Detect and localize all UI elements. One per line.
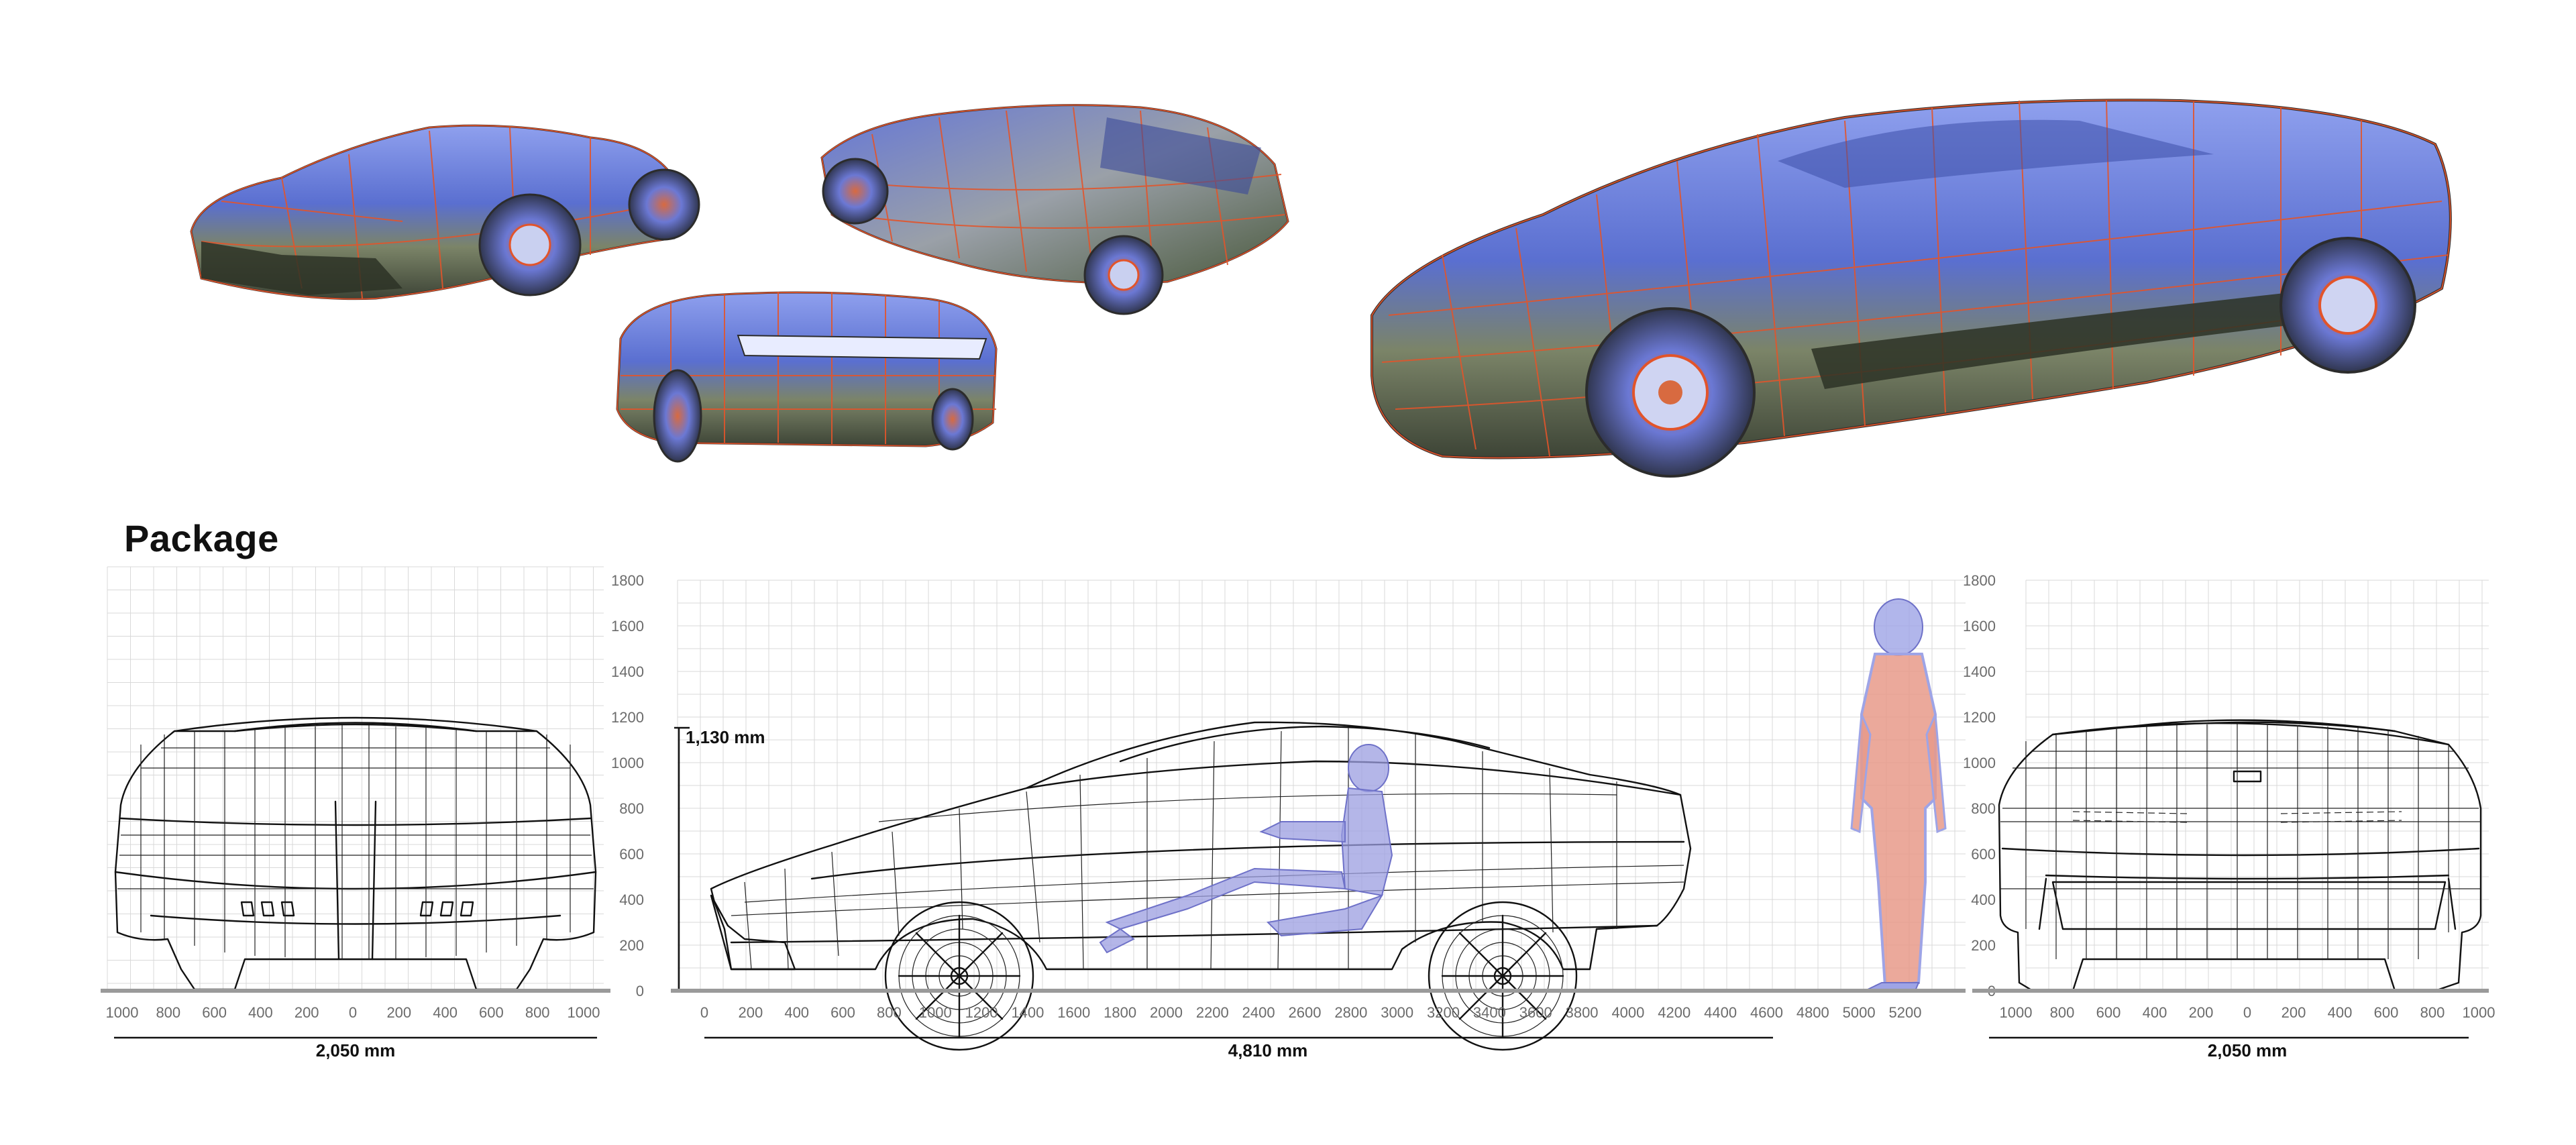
front-view-panel: 1000 800 600 400 200 0 200 400 600 800 1000 2,050 … (101, 566, 610, 1060)
side-view-y-tick: 400 (619, 891, 644, 908)
rear-view-y-tick: 1400 (1963, 663, 1996, 680)
side-view-x-tick: 3200 (1427, 1004, 1460, 1021)
side-view-x-tick: 4800 (1796, 1004, 1829, 1021)
side-view-x-tick: 4200 (1658, 1004, 1690, 1021)
rear-view-y-tick: 400 (1971, 891, 1996, 908)
side-view-y-tick: 1200 (611, 709, 644, 726)
rear-view-x-tick: 0 (2243, 1004, 2251, 1021)
rear-view-y-tick: 1000 (1963, 755, 1996, 771)
side-view-y-tick: 1400 (611, 663, 644, 680)
render-front-three-quarter (190, 124, 700, 301)
rear-view-wireframe (1998, 719, 2482, 992)
side-view-x-tick: 5000 (1843, 1004, 1876, 1021)
front-view-x-tick: 400 (433, 1004, 458, 1021)
side-view-x-tick: 1000 (919, 1004, 952, 1021)
side-view-y-tick: 1800 (611, 572, 644, 589)
render-rear (616, 291, 998, 463)
rear-view-width-label: 2,050 mm (2208, 1040, 2288, 1060)
side-view-x-tick: 2400 (1242, 1004, 1275, 1021)
side-view-x-tick: 600 (830, 1004, 855, 1021)
side-view-y-tick: 1000 (611, 755, 644, 771)
side-view-y-tick: 600 (619, 846, 644, 863)
side-view-y-axis-ticks: 0 200 400 600 800 1000 1200 1400 1600 1800 (611, 572, 644, 999)
front-view-x-tick: 200 (294, 1004, 319, 1021)
front-view-x-tick: 800 (156, 1004, 180, 1021)
front-view-x-tick: 600 (202, 1004, 227, 1021)
side-view-length-label: 4,810 mm (1228, 1040, 1308, 1060)
rear-view-x-tick: 1000 (2463, 1004, 2496, 1021)
side-view-x-tick: 5200 (1889, 1004, 1922, 1021)
front-view-width-label: 2,050 mm (316, 1040, 396, 1060)
section-title: Package (124, 517, 279, 559)
seated-driver-figure (1099, 744, 1393, 954)
rear-view-y-tick: 600 (1971, 846, 1996, 863)
side-view-x-tick: 1200 (965, 1004, 998, 1021)
side-view-x-tick: 3800 (1566, 1004, 1599, 1021)
side-view-x-tick: 800 (877, 1004, 902, 1021)
side-view-x-tick: 1400 (1011, 1004, 1044, 1021)
front-view-x-tick: 400 (248, 1004, 273, 1021)
rear-view-x-tick: 1000 (2000, 1004, 2033, 1021)
side-view-y-tick: 1600 (611, 618, 644, 635)
front-view-x-axis-ticks: 1000 800 600 400 200 0 200 400 600 800 1000 (106, 1004, 600, 1021)
front-view-x-tick: 800 (525, 1004, 550, 1021)
side-view-grid (677, 580, 1966, 991)
side-view-x-tick: 400 (784, 1004, 809, 1021)
rear-view-y-tick: 1600 (1963, 618, 1996, 635)
side-view-x-tick: 2600 (1289, 1004, 1322, 1021)
rear-view-x-tick: 200 (2189, 1004, 2214, 1021)
side-view-x-tick: 3400 (1473, 1004, 1506, 1021)
front-view-x-tick: 200 (386, 1004, 411, 1021)
rear-view-y-tick: 1800 (1963, 572, 1996, 589)
rear-view-x-tick: 800 (2420, 1004, 2445, 1021)
front-view-x-tick: 1000 (568, 1004, 600, 1021)
side-view-y-tick: 0 (636, 983, 644, 999)
side-view-x-axis-ticks: 0 200 400 600 800 1000 1200 1400 1600 1800 2000 220… (700, 1004, 1922, 1021)
side-view-x-tick: 4400 (1704, 1004, 1737, 1021)
side-view-x-tick: 0 (700, 1004, 708, 1021)
side-view-x-tick: 4000 (1611, 1004, 1644, 1021)
side-view-x-tick: 4600 (1750, 1004, 1783, 1021)
side-view-x-tick: 3000 (1381, 1004, 1413, 1021)
side-view-panel: 0 200 400 600 800 1000 1200 1400 1600 1800 1,130 … (611, 572, 1966, 1060)
rear-view-x-tick: 400 (2328, 1004, 2353, 1021)
rear-view-y-tick: 200 (1971, 937, 1996, 954)
rear-view-x-tick: 600 (2096, 1004, 2121, 1021)
rear-view-panel: 0 200 400 600 800 1000 1200 1400 1600 1800 1000 80… (1963, 572, 2495, 1060)
side-view-x-tick: 2800 (1334, 1004, 1367, 1021)
front-view-wireframe (114, 716, 597, 991)
side-view-x-tick: 2200 (1196, 1004, 1229, 1021)
side-view-wireframe (710, 721, 1692, 1051)
rear-view-x-tick: 600 (2374, 1004, 2399, 1021)
render-hero-front-three-quarter (1371, 99, 2452, 478)
side-view-x-tick: 2000 (1150, 1004, 1183, 1021)
side-view-x-tick: 1600 (1057, 1004, 1090, 1021)
side-view-x-tick: 1800 (1104, 1004, 1136, 1021)
rear-view-x-tick: 200 (2282, 1004, 2306, 1021)
rear-view-y-tick: 1200 (1963, 709, 1996, 726)
render-rear-three-quarter (820, 104, 1289, 315)
side-view-y-tick: 800 (619, 800, 644, 817)
concept-car-renders (190, 99, 2452, 478)
rear-view-x-tick: 400 (2143, 1004, 2167, 1021)
front-view-x-tick: 600 (479, 1004, 504, 1021)
rear-view-x-axis-ticks: 1000 800 600 400 200 0 200 400 600 800 1000 (2000, 1004, 2496, 1021)
side-view-x-tick: 3600 (1519, 1004, 1552, 1021)
front-view-grid (107, 566, 604, 991)
standing-person-figure (1850, 598, 1947, 991)
side-view-y-tick: 200 (619, 937, 644, 954)
front-view-x-tick: 0 (349, 1004, 357, 1021)
rear-view-x-tick: 800 (2050, 1004, 2075, 1021)
rear-view-y-tick: 800 (1971, 800, 1996, 817)
side-view-height-label: 1,130 mm (686, 727, 765, 747)
side-view-x-tick: 200 (738, 1004, 763, 1021)
front-view-x-tick: 1000 (106, 1004, 139, 1021)
